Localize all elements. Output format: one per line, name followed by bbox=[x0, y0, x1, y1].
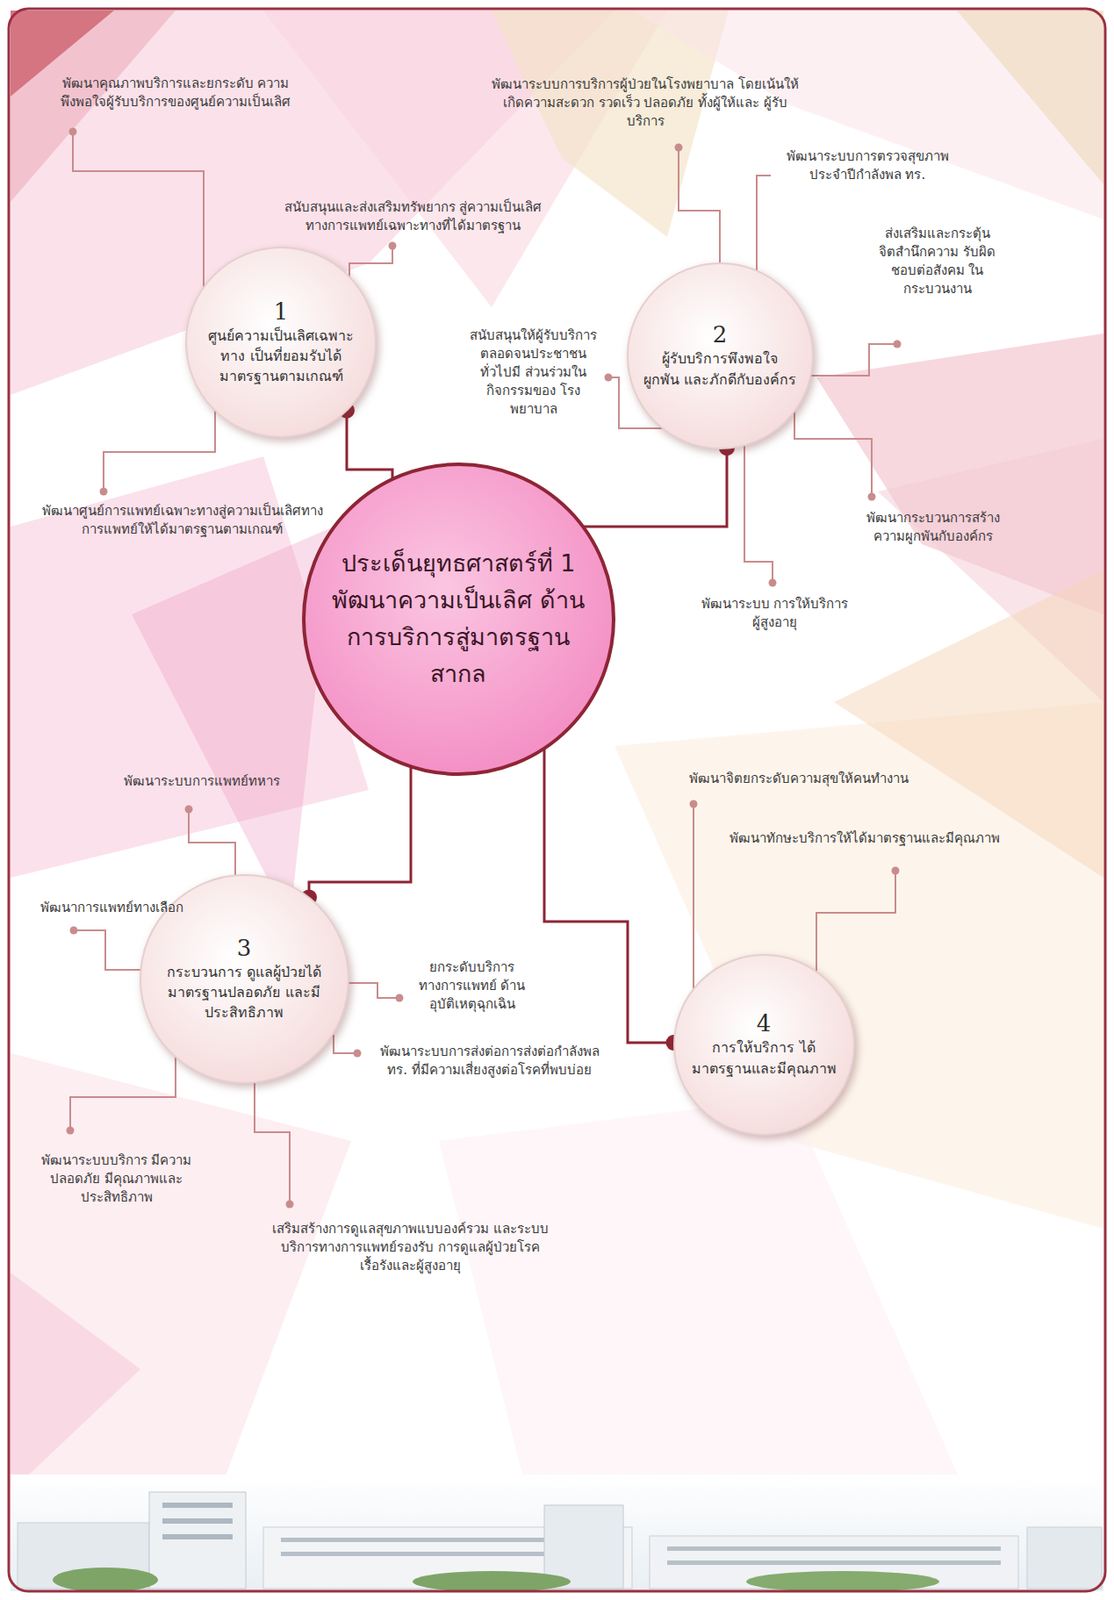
building bbox=[149, 1492, 246, 1589]
bg-facet bbox=[632, 10, 1104, 220]
leader-dot bbox=[388, 242, 397, 251]
leader-label: พัฒนาคุณภาพบริการและยกระดับ ความพึงพอใจผ… bbox=[57, 74, 295, 112]
leader-label: พัฒนาศูนย์การแพทย์เฉพาะทางสู่ความเป็นเลิ… bbox=[35, 502, 330, 540]
circle-text-box: 3กระบวนการ ดูแลผู้ป่วยได้มาตรฐานปลอดภัย … bbox=[158, 934, 331, 1024]
leader-dot bbox=[100, 488, 108, 496]
building bbox=[1027, 1527, 1102, 1589]
leader-dot bbox=[185, 805, 194, 814]
leader-label: พัฒนาระบบบริการ มีความปลอดภัย มีคุณภาพแล… bbox=[35, 1151, 198, 1208]
connector bbox=[309, 766, 411, 898]
leader-dot bbox=[395, 994, 404, 1003]
leader-line bbox=[72, 131, 204, 317]
bg-facet bbox=[956, 10, 1104, 185]
leader-label: ส่งเสริมและกระตุ้น จิตสำนึกความ รับผิดชอ… bbox=[869, 224, 1006, 299]
leader-line bbox=[816, 870, 896, 979]
connector bbox=[346, 410, 393, 480]
bg-facet bbox=[438, 1097, 966, 1493]
leader-dot bbox=[675, 143, 683, 152]
leader-dot bbox=[893, 340, 902, 349]
circle-text: ผู้รับบริการพึงพอใจ ผูกพัน และภักดีกับอง… bbox=[641, 348, 798, 389]
leader-line bbox=[70, 1040, 176, 1131]
circle-outline bbox=[674, 955, 855, 1136]
leader-label: พัฒนาทักษะบริการให้ได้มาตรฐานและมีคุณภาพ bbox=[715, 829, 1014, 849]
leader-label: สนับสนุนให้ผู้รับบริการ ตลอดจนประชาชนทั่… bbox=[465, 326, 602, 419]
circle-number: 1 bbox=[205, 298, 357, 326]
leader-label: พัฒนาระบบการตรวจสุขภาพ ประจำปีกำลังพล ทร… bbox=[779, 147, 956, 185]
leader-line bbox=[756, 175, 771, 286]
circle-number: 3 bbox=[158, 934, 331, 963]
bg-facet bbox=[131, 526, 334, 922]
leader-dot bbox=[353, 1049, 362, 1058]
leader-dot bbox=[769, 579, 777, 588]
building-window bbox=[162, 1534, 233, 1540]
circle-text: กระบวนการ ดูแลผู้ป่วยได้มาตรฐานปลอดภัย แ… bbox=[158, 962, 331, 1024]
leader-dot bbox=[891, 867, 900, 876]
circle-shape bbox=[301, 461, 617, 777]
circle-text-box: 2ผู้รับบริการพึงพอใจ ผูกพัน และภักดีกับอ… bbox=[641, 321, 798, 390]
strategy-title: ประเด็นยุทธศาสตร์ที่ 1 พัฒนาความเป็นเลิศ… bbox=[330, 545, 587, 692]
circle-number: 2 bbox=[641, 321, 798, 349]
goal-circle: 4การให้บริการ ได้มาตรฐานและมีคุณภาพ bbox=[671, 952, 857, 1138]
connector bbox=[579, 447, 727, 527]
leader-label: พัฒนาระบบการบริการผู้ป่วยในโรงพยาบาล โดย… bbox=[491, 75, 799, 131]
circle-number: 4 bbox=[688, 1010, 840, 1038]
tree bbox=[52, 1567, 159, 1593]
leader-dot bbox=[69, 128, 78, 137]
leader-dot bbox=[868, 493, 877, 502]
leader-label: พัฒนาระบบการส่งต่อการส่งต่อกำลังพล ทร. ท… bbox=[368, 1042, 611, 1080]
leader-line bbox=[254, 1067, 290, 1205]
connector bbox=[544, 747, 675, 1043]
leader-label: พัฒนากระบวนการสร้าง ความผูกพันกับองค์กร bbox=[855, 509, 1010, 547]
building-window bbox=[667, 1546, 1001, 1552]
goal-circle: 2ผู้รับบริการพึงพอใจ ผูกพัน และภักดีกับอ… bbox=[625, 260, 816, 452]
goal-circle: 1ศูนย์ความเป็นเลิศเฉพาะทาง เป็นที่ยอมรับ… bbox=[183, 244, 379, 440]
circle-text: การให้บริการ ได้มาตรฐานและมีคุณภาพ bbox=[688, 1037, 840, 1079]
building-window bbox=[162, 1502, 233, 1509]
leader-label: พัฒนาระบบการแพทย์ทหาร bbox=[114, 772, 290, 791]
leader-line bbox=[103, 388, 216, 492]
circle-text-box: 1ศูนย์ความเป็นเลิศเฉพาะทาง เป็นที่ยอมรับ… bbox=[205, 298, 357, 388]
leader-line bbox=[794, 393, 872, 497]
tree bbox=[746, 1571, 940, 1593]
circle-text: ศูนย์ความเป็นเลิศเฉพาะทาง เป็นที่ยอมรับไ… bbox=[205, 325, 357, 388]
circle-outline bbox=[186, 247, 376, 438]
circle-outline bbox=[303, 464, 614, 775]
tree bbox=[412, 1571, 571, 1593]
photo-sky bbox=[10, 1474, 1104, 1592]
leader-dot bbox=[70, 927, 79, 935]
leader-label: พัฒนาระบบ การให้บริการผู้สูงอายุ bbox=[697, 595, 852, 633]
leader-dot bbox=[66, 1127, 75, 1136]
leader-lines bbox=[70, 131, 898, 1205]
circle-text-box: 4การให้บริการ ได้มาตรฐานและมีคุณภาพ bbox=[688, 1010, 840, 1079]
page-frame bbox=[8, 8, 1106, 1592]
leader-dot bbox=[689, 800, 698, 809]
leader-line bbox=[744, 431, 773, 583]
leader-dot bbox=[604, 373, 613, 382]
leader-label: พัฒนาการแพทย์ทางเลือก bbox=[30, 898, 194, 918]
building-window bbox=[162, 1518, 233, 1524]
leader-label: พัฒนาจิตยกระดับความสุขให้คนทำงาน bbox=[667, 769, 931, 789]
leader-label: สนับสนุนและส่งเสริมทรัพยากร สู่ความเป็นเ… bbox=[279, 198, 547, 236]
leader-dots bbox=[66, 128, 902, 1209]
circle-text-box: ประเด็นยุทธศาสตร์ที่ 1 พัฒนาความเป็นเลิศ… bbox=[330, 545, 587, 692]
bg-facet bbox=[10, 1272, 141, 1493]
leader-line bbox=[678, 147, 720, 278]
leader-label: เสริมสร้างการดูแลสุขภาพแบบองค์รวม และระบ… bbox=[267, 1220, 554, 1276]
bg-facet bbox=[10, 1053, 352, 1493]
leader-dot bbox=[286, 1200, 295, 1209]
strategy-circle: ประเด็นยุทธศาสตร์ที่ 1 พัฒนาความเป็นเลิศ… bbox=[301, 461, 617, 777]
leader-label: ยกระดับบริการ ทางการแพทย์ ด้านอุบัติเหตุ… bbox=[408, 958, 536, 1014]
leader-line bbox=[692, 804, 695, 997]
building-window bbox=[667, 1560, 1001, 1566]
circle-outline bbox=[627, 263, 813, 449]
